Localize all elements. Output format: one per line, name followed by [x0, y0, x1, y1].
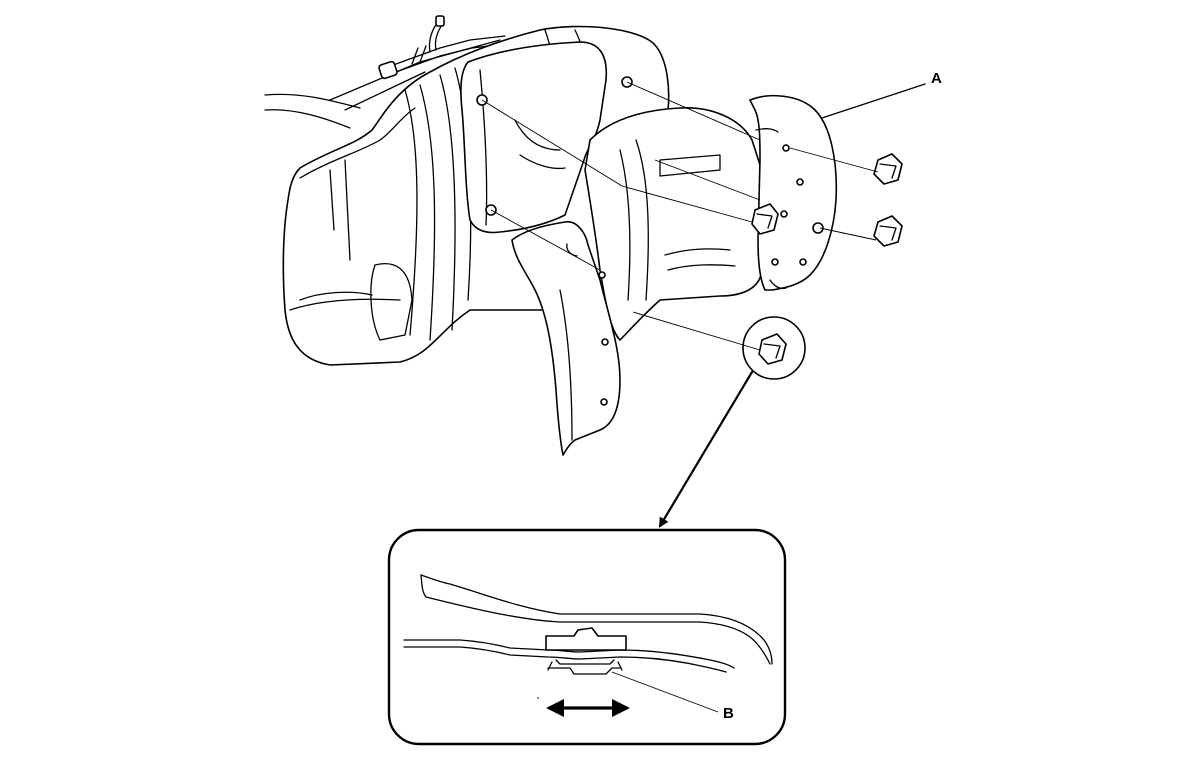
- detail-inset: [387, 528, 787, 746]
- callout-label-a: A: [931, 70, 942, 87]
- fuel-hose-icon: [378, 15, 506, 80]
- callout-a-leader: [821, 83, 926, 119]
- leader-lines: [481, 81, 879, 351]
- retaining-clip: [751, 203, 779, 235]
- heat-shield: [511, 220, 621, 456]
- heat-shield: [460, 41, 608, 234]
- callout-label-b: B: [723, 705, 734, 722]
- detail-magnifier-circle: [742, 316, 806, 380]
- heat-shield-a: [749, 94, 838, 291]
- heat-shield: [584, 107, 763, 341]
- retaining-clip: [758, 333, 787, 365]
- detail-arrow: [658, 370, 754, 528]
- retaining-clip: [873, 153, 903, 185]
- retaining-clip: [873, 215, 903, 247]
